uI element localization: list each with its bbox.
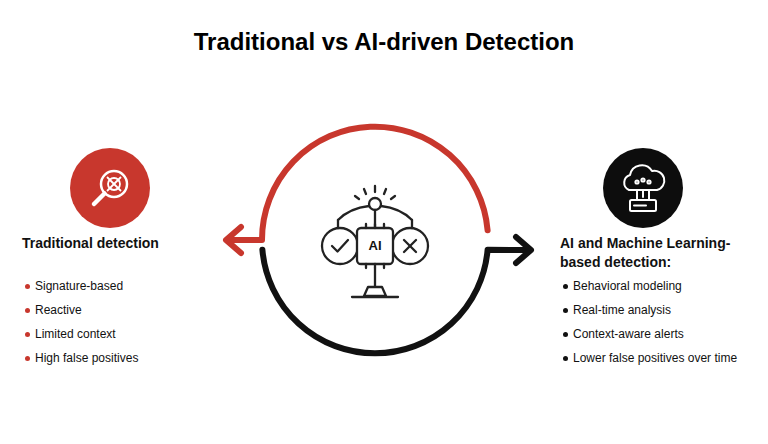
bullet-item: High false positives: [22, 351, 212, 366]
bullet-dot: [25, 308, 30, 313]
cloud-icon: [603, 148, 683, 228]
bullet-text: Real-time analysis: [573, 303, 671, 317]
bullet-dot: [25, 356, 30, 361]
chip-label: AI: [357, 237, 393, 255]
bullet-dot: [563, 308, 568, 313]
bullet-item: Context-aware alerts: [560, 327, 760, 342]
bullet-dot: [25, 284, 30, 289]
cycle-arc-black: [262, 250, 528, 354]
cycle-arc-red: [228, 127, 488, 240]
bullet-item: Limited context: [22, 327, 212, 342]
ai-balance-icon: [322, 186, 428, 297]
arrow-head-right: [516, 237, 531, 263]
column-heading: AI and Machine Learning-based detection:: [560, 234, 752, 272]
bullet-text: Context-aware alerts: [573, 327, 684, 341]
bullet-text: Limited context: [35, 327, 116, 341]
bullet-item: Signature-based: [22, 279, 212, 294]
text-column: AI and Machine Learning-based detection:…: [560, 234, 760, 370]
text-column: Traditional detectionSignature-basedReac…: [22, 234, 212, 370]
bullet-text: Signature-based: [35, 279, 123, 293]
bullet-item: Lower false positives over time: [560, 351, 760, 366]
arrow-head-left: [226, 227, 241, 253]
column-heading: Traditional detection: [22, 234, 212, 272]
bullet-text: Behavioral modeling: [573, 279, 682, 293]
bullet-text: Reactive: [35, 303, 82, 317]
diagram-title: Traditional vs AI-driven Detection: [0, 28, 768, 56]
bullet-item: Real-time analysis: [560, 303, 760, 318]
magnifier-icon: [70, 148, 150, 228]
bullet-dot: [563, 284, 568, 289]
bullet-dot: [25, 332, 30, 337]
bullet-dot: [563, 356, 568, 361]
bullet-item: Behavioral modeling: [560, 279, 760, 294]
bullet-text: Lower false positives over time: [573, 351, 737, 365]
bullet-item: Reactive: [22, 303, 212, 318]
bullet-text: High false positives: [35, 351, 138, 365]
bullet-dot: [563, 332, 568, 337]
